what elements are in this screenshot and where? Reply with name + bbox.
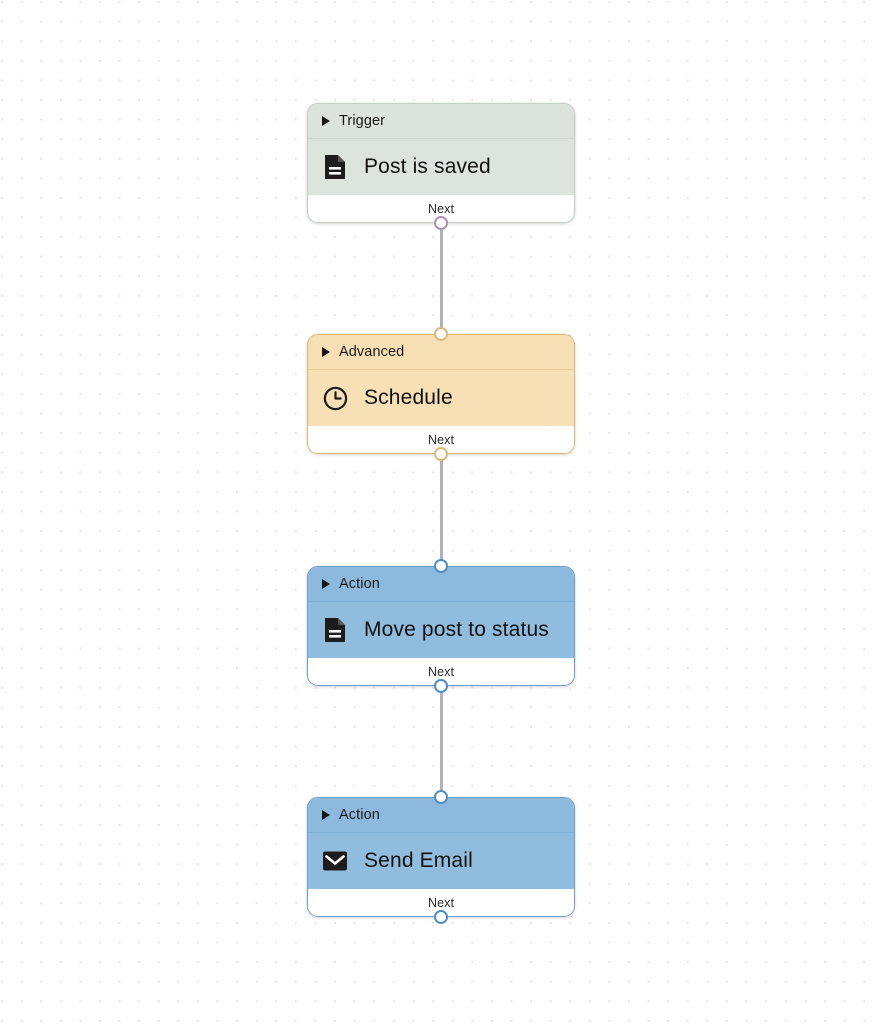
source-handle-bottom[interactable] <box>434 679 448 693</box>
node-category-label: Trigger <box>339 113 386 129</box>
chevron-right-icon[interactable] <box>322 810 330 820</box>
node-body-advanced[interactable]: Schedule <box>308 369 574 426</box>
node-advanced-schedule[interactable]: Advanced Schedule Next <box>307 327 575 461</box>
node-category-label: Action <box>339 576 380 592</box>
target-handle-top[interactable] <box>434 559 448 573</box>
document-icon <box>322 617 348 643</box>
source-handle-bottom[interactable] <box>434 216 448 230</box>
source-handle-bottom[interactable] <box>434 447 448 461</box>
clock-icon <box>322 385 348 411</box>
node-body-action[interactable]: Move post to status <box>308 601 574 658</box>
node-header-trigger[interactable]: Trigger <box>308 104 574 138</box>
node-category-label: Action <box>339 807 380 823</box>
next-label: Next <box>427 896 455 910</box>
node-body-trigger[interactable]: Post is saved <box>308 138 574 195</box>
chevron-right-icon[interactable] <box>322 579 330 589</box>
node-title: Schedule <box>364 386 453 409</box>
node-action-send-email[interactable]: Action Send Email Next <box>307 790 575 924</box>
next-label: Next <box>427 433 455 447</box>
node-trigger-post-is-saved[interactable]: Trigger Post is saved Next <box>307 103 575 230</box>
document-icon <box>322 154 348 180</box>
node-action-move-post-to-status[interactable]: Action Move post to status Next <box>307 559 575 693</box>
envelope-icon <box>322 848 348 874</box>
target-handle-top[interactable] <box>434 327 448 341</box>
source-handle-bottom[interactable] <box>434 910 448 924</box>
node-title: Send Email <box>364 849 473 872</box>
next-label: Next <box>427 202 455 216</box>
target-handle-top[interactable] <box>434 790 448 804</box>
node-title: Move post to status <box>364 618 549 641</box>
node-header-action[interactable]: Action <box>308 567 574 601</box>
node-body-action[interactable]: Send Email <box>308 832 574 889</box>
node-category-label: Advanced <box>339 344 405 360</box>
chevron-right-icon[interactable] <box>322 347 330 357</box>
node-title: Post is saved <box>364 155 491 178</box>
chevron-right-icon[interactable] <box>322 116 330 126</box>
next-label: Next <box>427 665 455 679</box>
